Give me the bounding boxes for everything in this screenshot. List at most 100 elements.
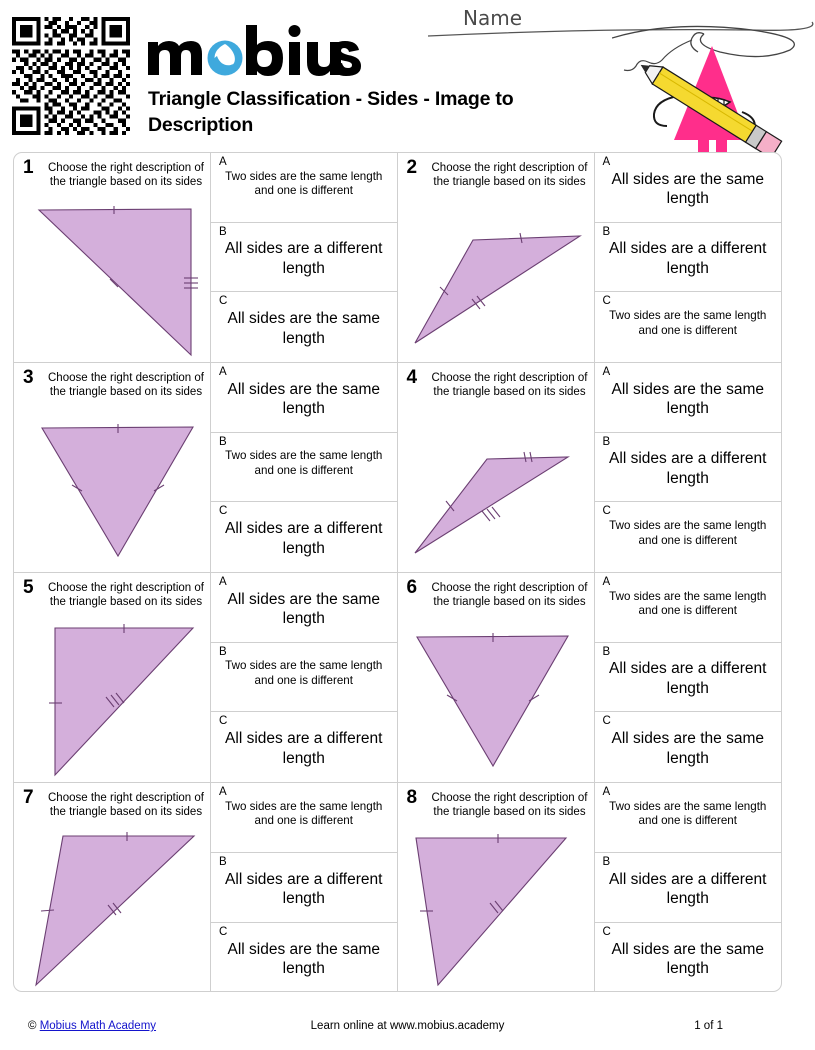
answer-option[interactable]: A Two sides are the same length and one … xyxy=(211,153,397,223)
answer-option[interactable]: C All sides are the same length xyxy=(595,712,782,782)
footer-tagline: Learn online at www.mobius.academy xyxy=(310,1020,505,1032)
answer-option[interactable]: B All sides are a different length xyxy=(211,853,397,923)
option-text: All sides are the same length xyxy=(611,940,765,978)
option-letter: C xyxy=(219,715,228,728)
option-text: All sides are the same length xyxy=(227,380,381,418)
answer-option[interactable]: C All sides are a different length xyxy=(211,712,397,782)
option-letter: C xyxy=(219,926,228,938)
option-text: Two sides are the same length and one is… xyxy=(609,589,767,618)
option-text: Two sides are the same length and one is… xyxy=(225,659,383,688)
question-prompt: Choose the right description of the tria… xyxy=(48,162,204,189)
question-prompt: Choose the right description of the tria… xyxy=(431,582,588,609)
option-text: Two sides are the same length and one is… xyxy=(225,799,383,828)
answer-option[interactable]: B All sides are a different length xyxy=(594,433,781,503)
option-text: Two sides are the same length and one is… xyxy=(609,799,767,828)
option-letter: A xyxy=(219,156,227,168)
question-prompt: Choose the right description of the tria… xyxy=(48,372,204,399)
option-text: All sides are a different length xyxy=(225,519,383,557)
option-letter: B xyxy=(602,225,611,238)
option-text: All sides are a different length xyxy=(609,450,767,488)
option-text: All sides are the same length xyxy=(227,940,381,978)
answer-option[interactable]: C Two sides are the same length and one … xyxy=(595,292,782,362)
option-text: All sides are the same length xyxy=(611,380,765,418)
answer-option[interactable]: B Two sides are the same length and one … xyxy=(211,643,397,713)
name-line xyxy=(427,21,814,37)
question-cell-6[interactable]: 6 Choose the right description of the tr… xyxy=(398,573,782,782)
question-cell-2[interactable]: 2 Choose the right description of the tr… xyxy=(398,153,782,362)
question-stem: 4 Choose the right description of the tr… xyxy=(398,363,595,572)
answer-options: A Two sides are the same length and one … xyxy=(211,153,397,362)
question-cell-3[interactable]: 3 Choose the right description of the tr… xyxy=(14,363,398,572)
answer-options: A All sides are the same length B Two si… xyxy=(211,573,397,782)
option-text: All sides are a different length xyxy=(225,729,383,767)
question-cell-4[interactable]: 4 Choose the right description of the tr… xyxy=(398,363,782,572)
question-number: 7 xyxy=(23,787,34,808)
copyright-block: © Mobius Math Academy xyxy=(28,1020,156,1032)
question-stem: 1 Choose the right description of the tr… xyxy=(14,153,211,362)
option-letter: A xyxy=(219,366,227,378)
answer-option[interactable]: C All sides are the same length xyxy=(595,923,782,991)
option-text: All sides are a different length xyxy=(225,240,383,278)
option-letter: B xyxy=(219,856,227,868)
question-cell-1[interactable]: 1 Choose the right description of the tr… xyxy=(14,153,398,362)
option-text: All sides are the same length xyxy=(227,309,381,347)
answer-option[interactable]: A All sides are the same length xyxy=(211,363,397,433)
question-cell-5[interactable]: 5 Choose the right description of the tr… xyxy=(14,573,398,782)
page-footer: © Mobius Math Academy Learn online at ww… xyxy=(0,1020,815,1044)
option-letter: B xyxy=(219,645,227,658)
answer-option[interactable]: C All sides are the same length xyxy=(211,292,397,362)
question-row: 5 Choose the right description of the tr… xyxy=(14,573,781,783)
option-letter: B xyxy=(602,856,611,868)
answer-option[interactable]: C All sides are the same length xyxy=(211,923,397,991)
triangle-figure xyxy=(398,783,595,991)
page-header: Triangle Classification - Sides - Image … xyxy=(0,0,815,159)
option-text: All sides are the same length xyxy=(611,729,765,767)
option-text: All sides are the same length xyxy=(611,170,765,208)
option-text: Two sides are the same length and one is… xyxy=(225,169,383,198)
question-number: 6 xyxy=(406,577,418,598)
answer-option[interactable]: A All sides are the same length xyxy=(594,153,781,223)
answer-options: A All sides are the same length B All si… xyxy=(594,153,782,362)
qr-code-icon xyxy=(12,17,130,135)
answer-option[interactable]: A Two sides are the same length and one … xyxy=(594,573,781,643)
answer-option[interactable]: A All sides are the same length xyxy=(594,363,781,433)
option-text: All sides are a different length xyxy=(609,660,767,698)
question-row: 3 Choose the right description of the tr… xyxy=(14,363,781,573)
question-stem: 5 Choose the right description of the tr… xyxy=(14,573,211,782)
name-field-area[interactable]: Name xyxy=(420,2,815,62)
question-stem: 2 Choose the right description of the tr… xyxy=(398,153,595,362)
answer-option[interactable]: C All sides are a different length xyxy=(211,502,397,572)
answer-option[interactable]: A Two sides are the same length and one … xyxy=(594,783,781,853)
answer-option[interactable]: B Two sides are the same length and one … xyxy=(211,433,397,503)
answer-option[interactable]: B All sides are a different length xyxy=(594,643,781,713)
option-letter: C xyxy=(219,505,228,518)
answer-option[interactable]: B All sides are a different length xyxy=(211,223,397,293)
copyright-symbol: © xyxy=(28,1020,37,1032)
answer-option[interactable]: C Two sides are the same length and one … xyxy=(595,502,782,572)
option-text: Two sides are the same length and one is… xyxy=(609,308,767,337)
option-letter: B xyxy=(602,645,611,658)
option-letter: A xyxy=(219,786,227,798)
answer-option[interactable]: B All sides are a different length xyxy=(594,853,781,923)
option-letter: C xyxy=(602,505,611,518)
question-prompt: Choose the right description of the tria… xyxy=(431,162,588,189)
option-text: Two sides are the same length and one is… xyxy=(225,449,383,478)
page-indicator: 1 of 1 xyxy=(694,1020,723,1032)
option-letter: C xyxy=(602,715,611,728)
option-letter: A xyxy=(602,366,611,378)
option-text: Two sides are the same length and one is… xyxy=(609,518,767,547)
mobius-math-academy-link[interactable]: Mobius Math Academy xyxy=(39,1020,157,1032)
answer-option[interactable]: A Two sides are the same length and one … xyxy=(211,783,397,853)
question-stem: 8 Choose the right description of the tr… xyxy=(398,783,595,991)
answer-option[interactable]: B All sides are a different length xyxy=(594,223,781,293)
name-label: Name xyxy=(463,6,523,30)
option-letter: C xyxy=(602,926,611,938)
option-text: All sides are a different length xyxy=(609,870,767,908)
triangle-figure xyxy=(14,363,211,571)
question-cell-7[interactable]: 7 Choose the right description of the tr… xyxy=(14,783,398,991)
option-letter: A xyxy=(602,786,611,798)
answer-option[interactable]: A All sides are the same length xyxy=(211,573,397,643)
option-letter: B xyxy=(602,435,611,448)
question-cell-8[interactable]: 8 Choose the right description of the tr… xyxy=(398,783,782,991)
